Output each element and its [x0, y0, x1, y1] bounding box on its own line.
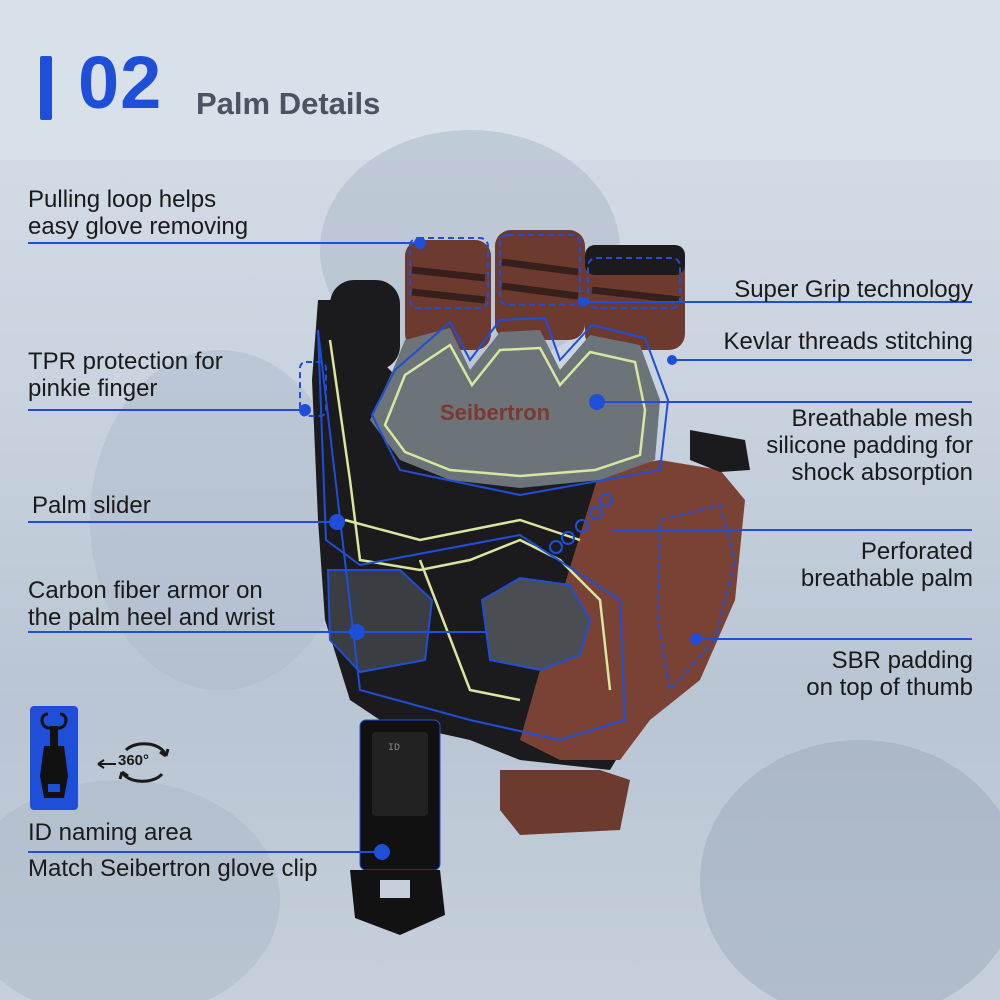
label-tpr-protection: TPR protection for pinkie finger — [28, 348, 223, 402]
label-carbon-fiber: Carbon fiber armor on the palm heel and … — [28, 577, 275, 631]
section-title: Palm Details — [196, 86, 381, 121]
glove-brand-text: Seibertron — [440, 400, 550, 425]
label-sbr-padding: SBR padding on top of thumb — [806, 647, 973, 701]
label-palm-slider: Palm slider — [32, 492, 151, 519]
section-number: 02 — [78, 41, 163, 124]
label-id-area: ID naming area — [28, 819, 193, 846]
rotation-label: 360° — [118, 752, 150, 769]
label-perforated-palm: Perforated breathable palm — [800, 538, 973, 592]
glove-clip-card — [30, 706, 78, 810]
label-super-grip: Super Grip technology — [734, 276, 973, 303]
label-glove-clip: Match Seibertron glove clip — [28, 855, 318, 882]
label-breathable-mesh: Breathable mesh silicone padding for sho… — [766, 405, 973, 486]
header-accent-bar — [40, 56, 52, 120]
glove-body: Seibertron ID — [299, 230, 750, 935]
rotate-360-icon — [97, 742, 170, 783]
glove-clip-icon — [40, 712, 68, 798]
label-pulling-loop: Pulling loop helps easy glove removing — [28, 186, 249, 240]
callout-lines — [28, 237, 972, 860]
svg-text:ID: ID — [388, 743, 400, 754]
label-kevlar: Kevlar threads stitching — [723, 328, 973, 355]
